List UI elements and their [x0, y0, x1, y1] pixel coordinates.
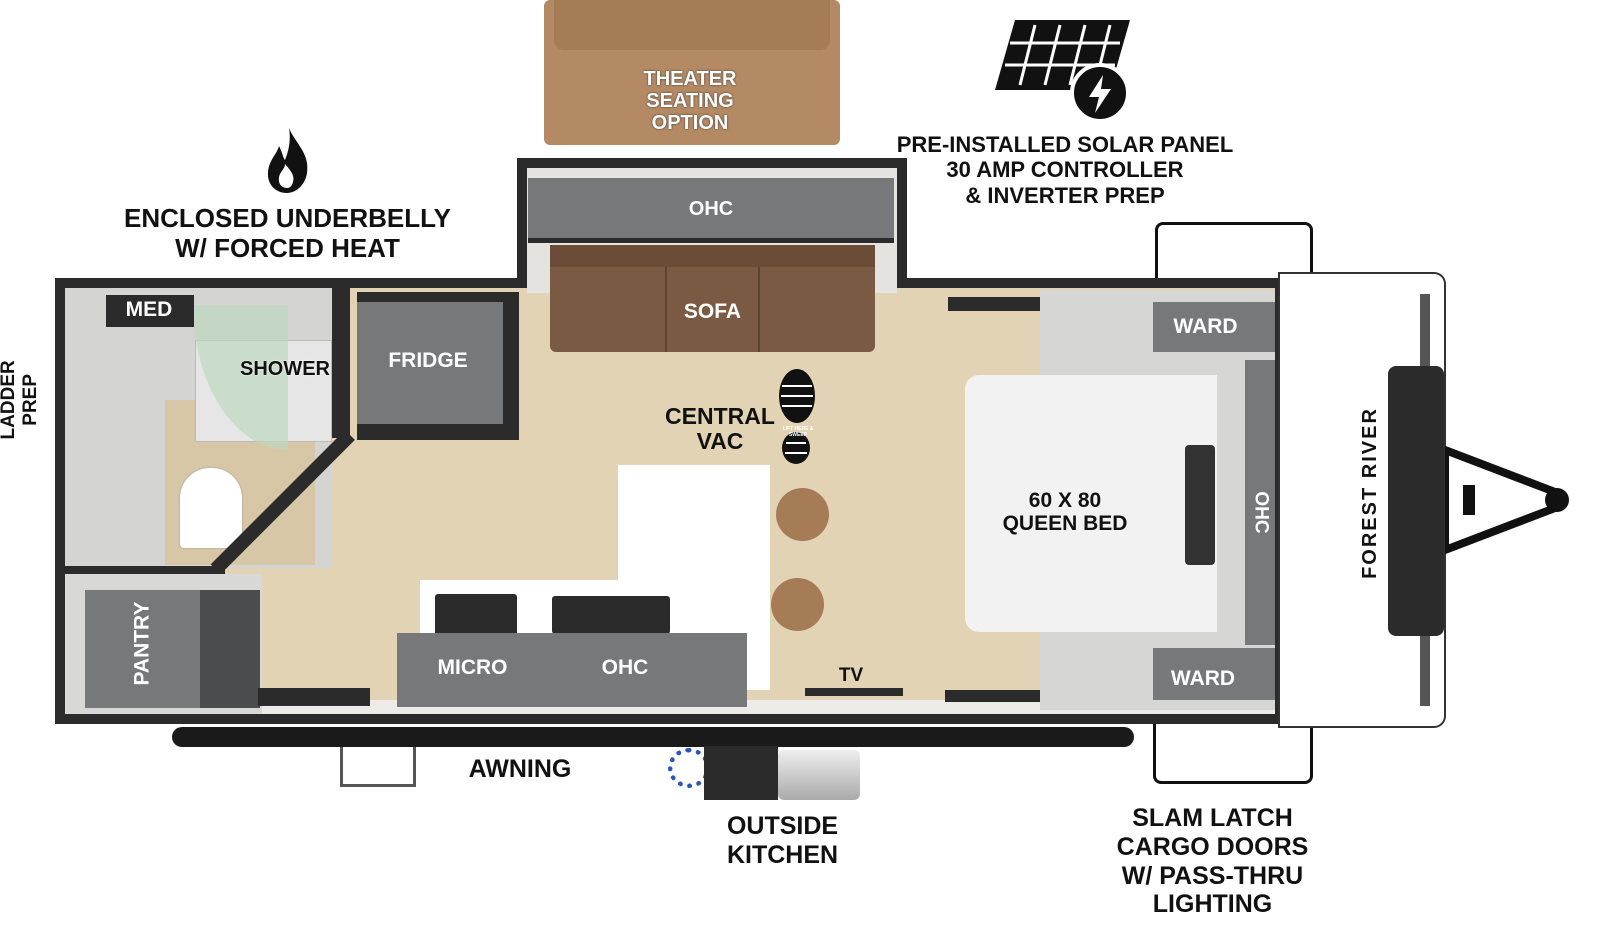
theater-seating	[544, 0, 840, 145]
brand-logo: FOREST RIVER	[1359, 407, 1381, 579]
flame-icon	[267, 128, 308, 193]
central-vac-badge: LIFT HERE & SWEEP	[782, 426, 814, 438]
boot-print-icon[interactable]	[776, 368, 818, 465]
solar-line-1: PRE-INSTALLED SOLAR PANEL	[896, 132, 1234, 157]
queen-bed[interactable]	[965, 375, 1217, 632]
wardrobe-top[interactable]	[1153, 302, 1275, 352]
underbelly-line-2: W/ FORCED HEAT	[175, 232, 400, 263]
pantry-doors	[200, 590, 260, 708]
cargo-line-1: SLAM LATCH	[1132, 804, 1293, 832]
outside-kitchen-grill	[778, 750, 860, 800]
bed-pillow	[1185, 445, 1215, 565]
pantry-cabinet[interactable]	[85, 590, 200, 708]
stool-2	[771, 578, 824, 631]
vent-bottom	[945, 690, 1057, 702]
underbelly-line-1: ENCLOSED UNDERBELLY	[124, 203, 451, 233]
stove[interactable]	[435, 594, 517, 636]
fridge-label: FRIDGE	[388, 349, 468, 372]
solar-line-2: 30 AMP CONTROLLER	[946, 157, 1184, 183]
med-label: MED	[125, 298, 173, 321]
central-vac-line-1: CENTRAL	[665, 403, 775, 429]
bath-wall-bottom	[65, 566, 225, 574]
wardrobe-bottom[interactable]	[1153, 648, 1275, 700]
cargo-line-2: CARGO DOORS	[1116, 832, 1309, 861]
stool-1	[776, 488, 829, 541]
toilet	[180, 468, 242, 548]
bed-size: 60 X 80	[1028, 489, 1102, 512]
sofa-label: SOFA	[683, 300, 742, 323]
front-cap	[1278, 272, 1446, 728]
front-ohc-label: OHC	[1250, 491, 1272, 534]
kitchen-ohc	[397, 633, 747, 707]
sofa-back	[550, 245, 875, 267]
front-ohc	[1245, 360, 1275, 645]
pantry-label: PANTRY	[130, 601, 154, 686]
bed-type: QUEEN BED	[1002, 512, 1128, 536]
bed-label: 60 X 80 QUEEN BED	[985, 489, 1145, 535]
sofa-cushion-line-2	[758, 267, 760, 352]
central-vac-label: CENTRAL VAC	[660, 403, 780, 455]
bath-wall-right	[332, 288, 350, 438]
front-window	[1388, 366, 1444, 636]
cargo-line-4: LIGHTING	[1152, 890, 1273, 919]
ohc-kitchen-label: OHC	[601, 656, 649, 679]
shower-label: SHOWER	[240, 358, 330, 380]
ward-bottom-label: WARD	[1170, 667, 1236, 690]
underbelly-label: ENCLOSED UNDERBELLY W/ FORCED HEAT	[100, 203, 475, 264]
ohc-slide-label: OHC	[688, 198, 734, 220]
cargo-doors-label: SLAM LATCH CARGO DOORS W/ PASS-THRU LIGH…	[1090, 804, 1335, 919]
cargo-door-top	[1155, 222, 1313, 286]
fridge[interactable]	[357, 302, 503, 424]
ladder-line-2: PREP	[20, 373, 41, 426]
theater-label: THEATER SEATING OPTION	[590, 68, 790, 134]
solar-line-3: & INVERTER PREP	[965, 182, 1165, 208]
central-vac-line-2: VAC	[696, 428, 744, 455]
tv-label: TV	[838, 665, 864, 686]
theater-text: THEATER SEATING OPTION	[643, 68, 737, 134]
ladder-line-1: LADDER	[0, 360, 20, 440]
theater-seat-backs	[554, 0, 830, 50]
sofa[interactable]	[550, 245, 875, 352]
sink[interactable]	[552, 596, 670, 634]
entry-step	[258, 688, 370, 706]
entry-steps	[340, 747, 416, 787]
ward-top-label: WARD	[1173, 315, 1238, 338]
med-cabinet	[106, 295, 194, 327]
awning-label: AWNING	[468, 755, 572, 783]
cargo-door-bottom	[1153, 722, 1313, 784]
cargo-line-3: W/ PASS-THRU	[1121, 861, 1304, 890]
ohc-slide	[528, 178, 894, 243]
outside-kitchen-label: OUTSIDE KITCHEN	[700, 812, 865, 870]
outside-kitchen-unit	[704, 746, 778, 800]
awning-bar	[172, 727, 1134, 747]
tv	[805, 688, 903, 696]
solar-label: PRE-INSTALLED SOLAR PANEL 30 AMP CONTROL…	[880, 132, 1250, 208]
outside-kitchen-line-1: OUTSIDE	[726, 812, 839, 840]
micro-label: MICRO	[437, 656, 508, 679]
solar-panel-icon	[995, 20, 1130, 123]
sofa-cushion-line-1	[665, 267, 667, 352]
hitch-icon	[1445, 445, 1569, 555]
ladder-prep-label: LADDER PREP	[0, 345, 42, 455]
outside-kitchen-line-2: KITCHEN	[726, 840, 839, 869]
